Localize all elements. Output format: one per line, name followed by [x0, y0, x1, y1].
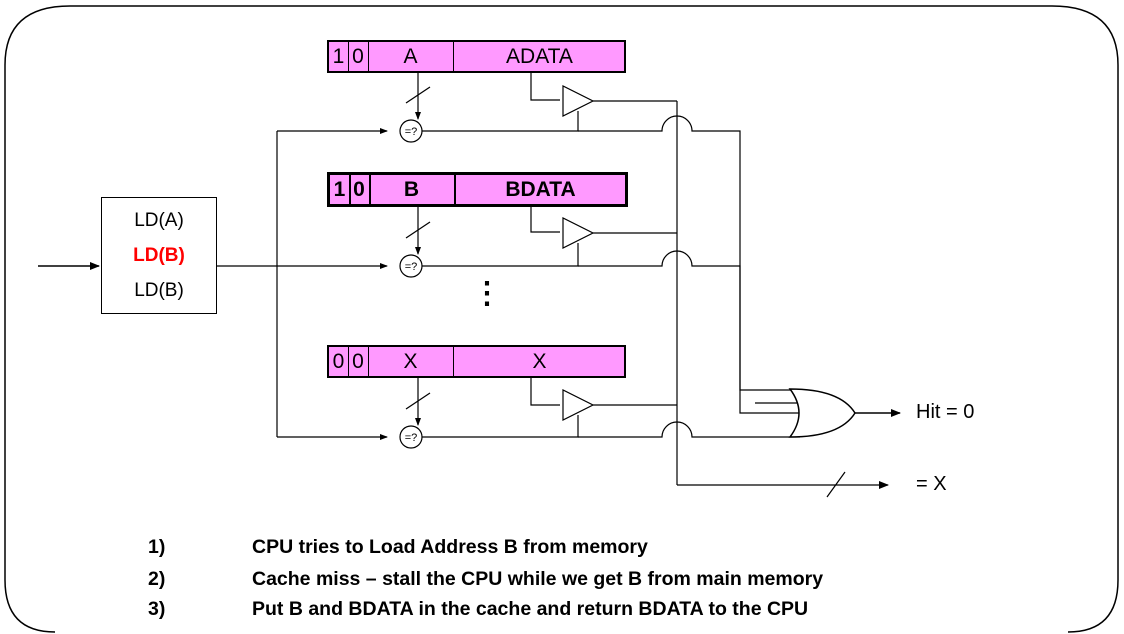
tag-lines: [405, 72, 431, 426]
comparator-x: =?: [399, 425, 423, 449]
data-field: X: [532, 349, 547, 373]
data-field: BDATA: [505, 177, 576, 201]
queue-item: LD(A): [134, 210, 184, 231]
or-gate: [788, 388, 856, 438]
step-3: 3) Put B and BDATA in the cache and retur…: [148, 598, 808, 621]
step-text: Cache miss – stall the CPU while we get …: [252, 568, 824, 590]
valid-bit: 1: [333, 177, 346, 201]
load-queue: LD(A) LD(B) LD(B): [101, 197, 217, 314]
step-text: Put B and BDATA in the cache and return …: [252, 598, 809, 620]
tag-field: X: [403, 349, 418, 373]
queue-item-current: LD(B): [133, 245, 185, 266]
ellipsis: ⋮: [472, 277, 502, 310]
step-number: 1): [148, 536, 166, 558]
cache-line-a: 1 0 A ADATA: [327, 40, 626, 73]
tristate-buffers: [562, 85, 595, 421]
tag-field: A: [403, 44, 418, 68]
dirty-bit: 0: [353, 177, 365, 201]
step-text: CPU tries to Load Address B from memory: [252, 536, 648, 558]
slide-frame: [4, 5, 1119, 633]
data-output-label: = X: [916, 473, 947, 495]
queue-item: LD(B): [134, 280, 184, 301]
comparator-a: =?: [399, 119, 423, 143]
step-number: 2): [148, 568, 166, 590]
comparator-b: =?: [399, 254, 423, 278]
comparator-label: =?: [405, 261, 418, 273]
hit-output-label: Hit = 0: [916, 401, 975, 423]
comparator-label: =?: [405, 126, 418, 138]
cache-line-b: 1 0 B BDATA: [327, 172, 628, 207]
data-field: ADATA: [506, 44, 573, 68]
valid-bit: 0: [332, 349, 345, 373]
cache-line-x: 0 0 X X: [327, 345, 626, 378]
hit-lines: [578, 115, 810, 438]
valid-bit: 1: [332, 44, 345, 68]
step-number: 3): [148, 598, 166, 620]
step-2: 2) Cache miss – stall the CPU while we ge…: [148, 568, 823, 591]
dirty-bit: 0: [352, 44, 364, 68]
step-1: 1) CPU tries to Load Address B from memor…: [148, 536, 648, 559]
tag-field: B: [403, 177, 420, 201]
dirty-bit: 0: [352, 349, 364, 373]
data-lines: [530, 72, 560, 406]
comparator-label: =?: [405, 432, 418, 444]
